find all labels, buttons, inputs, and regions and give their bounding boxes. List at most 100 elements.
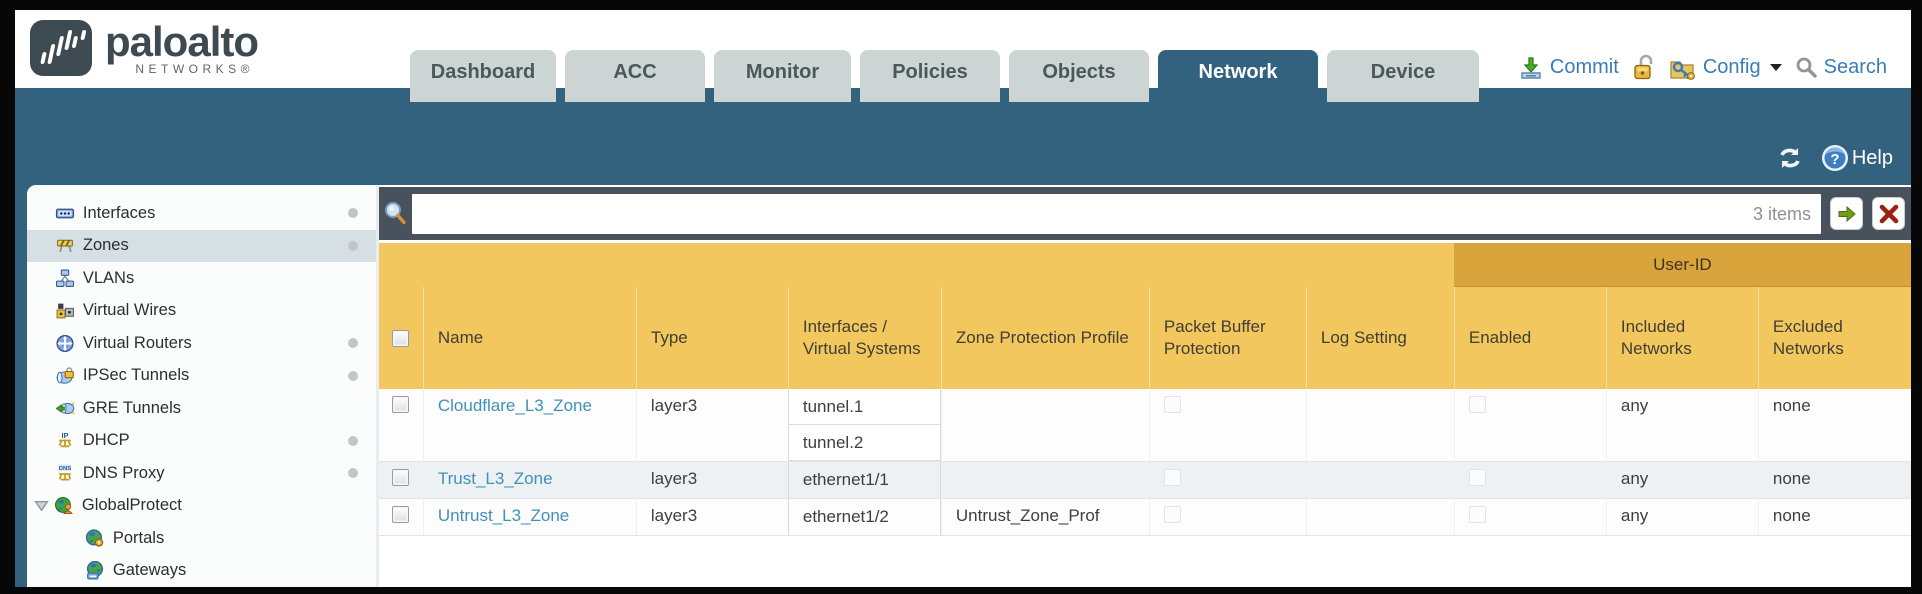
column-header-packet-buffer-protection[interactable]: Packet Buffer Protection <box>1148 287 1306 389</box>
sidebar-label: GlobalProtect <box>81 496 182 515</box>
cell-included-networks: any <box>1605 499 1758 535</box>
sidebar-item-gateways[interactable]: Gateways <box>27 555 376 588</box>
cell-interfaces: tunnel.1 tunnel.2 <box>787 389 941 461</box>
row-checkbox[interactable] <box>392 396 410 413</box>
cell-excluded-networks: none <box>1757 462 1911 498</box>
column-header-enabled[interactable]: Enabled <box>1453 287 1606 389</box>
table-header-row: Name Type Interfaces / Virtual Systems Z… <box>378 287 1911 389</box>
cell-included-networks: any <box>1605 462 1758 498</box>
table-row-cloudflare[interactable]: Cloudflare_L3_Zone layer3 tunnel.1 tunne… <box>378 389 1911 462</box>
zone-name-link[interactable]: Cloudflare_L3_Zone <box>437 396 592 415</box>
help-button[interactable]: ? Help <box>1820 143 1893 173</box>
packet-buffer-checkbox[interactable] <box>1163 469 1181 486</box>
commit-icon <box>1521 56 1541 79</box>
brand-subname: NETWORKS® <box>135 62 255 76</box>
config-menu-button[interactable]: Config <box>1669 55 1782 81</box>
lock-icon[interactable] <box>1632 54 1656 81</box>
left-margin-strip <box>15 185 27 587</box>
tab-network[interactable]: Network <box>1158 50 1318 102</box>
status-dot <box>347 240 358 251</box>
filter-input[interactable] <box>411 193 1821 234</box>
cell-excluded-networks: none <box>1757 389 1911 461</box>
zone-name-link[interactable]: Trust_L3_Zone <box>437 469 553 488</box>
sub-header-band: ? Help <box>15 88 1911 185</box>
table-row-untrust[interactable]: Untrust_L3_Zone layer3 ethernet1/2 Untru… <box>378 499 1911 536</box>
row-select-cell <box>379 389 423 461</box>
sidebar-label: GRE Tunnels <box>82 398 181 417</box>
user-id-enabled-checkbox[interactable] <box>1468 396 1486 413</box>
table-row-trust[interactable]: Trust_L3_Zone layer3 ethernet1/1 any non… <box>378 462 1911 499</box>
row-checkbox[interactable] <box>392 469 410 486</box>
apply-filter-button[interactable] <box>1830 197 1863 230</box>
expand-triangle-icon[interactable] <box>34 500 49 512</box>
packet-buffer-checkbox[interactable] <box>1163 396 1181 413</box>
tab-acc[interactable]: ACC <box>565 50 705 102</box>
commit-button[interactable]: Commit <box>1518 55 1619 81</box>
tab-policies[interactable]: Policies <box>860 50 1000 102</box>
cell-packet-buffer-protection <box>1148 462 1306 498</box>
zones-icon <box>55 236 75 255</box>
sidebar-item-dhcp[interactable]: IP DHCP <box>27 425 376 458</box>
header-actions: Commit Config <box>1518 54 1887 81</box>
user-id-enabled-checkbox[interactable] <box>1468 506 1486 523</box>
cell-type: layer3 <box>635 389 788 461</box>
zone-name-link[interactable]: Untrust_L3_Zone <box>437 506 570 525</box>
interface-entry: ethernet1/2 <box>802 507 889 526</box>
clear-filter-button[interactable] <box>1872 197 1905 230</box>
global-search-button[interactable]: Search <box>1795 56 1887 79</box>
column-header-excluded-networks[interactable]: Excluded Networks <box>1757 287 1911 389</box>
column-header-name[interactable]: Name <box>422 287 636 389</box>
sidebar-label: Portals <box>112 528 165 547</box>
tab-monitor[interactable]: Monitor <box>714 50 851 102</box>
filter-search-icon <box>384 202 406 225</box>
refresh-icon[interactable] <box>1776 145 1804 171</box>
config-caret-icon <box>1769 64 1782 71</box>
sidebar-item-vlans[interactable]: VLANs <box>27 262 376 295</box>
select-all-checkbox[interactable] <box>392 329 410 347</box>
sidebar-label: Virtual Routers <box>82 333 192 352</box>
cell-zone-protection-profile: Untrust_Zone_Prof <box>940 499 1149 535</box>
paloalto-logo-icon <box>30 20 92 76</box>
sidebar-label: Gateways <box>112 561 187 580</box>
column-header-interfaces[interactable]: Interfaces / Virtual Systems <box>787 287 941 389</box>
cell-user-id-enabled <box>1453 462 1606 498</box>
tab-device[interactable]: Device <box>1327 50 1479 102</box>
sidebar-item-portals[interactable]: Portals <box>27 522 376 555</box>
column-header-zone-protection-profile[interactable]: Zone Protection Profile <box>940 287 1149 389</box>
column-header-included-networks[interactable]: Included Networks <box>1605 287 1758 389</box>
cell-packet-buffer-protection <box>1148 499 1306 535</box>
row-select-cell <box>379 499 423 535</box>
tab-objects[interactable]: Objects <box>1009 50 1149 102</box>
sidebar-item-globalprotect[interactable]: GlobalProtect <box>27 490 376 523</box>
top-header: paloalto NETWORKS® Dashboard ACC Monitor… <box>15 10 1911 102</box>
sidebar-label: VLANs <box>82 268 135 287</box>
sidebar-item-virtual-routers[interactable]: Virtual Routers <box>27 327 376 360</box>
help-label: Help <box>1851 146 1893 169</box>
svg-text:IP: IP <box>61 431 68 440</box>
column-header-type[interactable]: Type <box>635 287 788 389</box>
apply-filter-arrow-icon <box>1838 205 1856 222</box>
sidebar-label: Virtual Wires <box>82 301 177 320</box>
status-dot <box>347 435 358 446</box>
sidebar-item-ipsec-tunnels[interactable]: IPSec Tunnels <box>27 360 376 393</box>
column-header-log-setting[interactable]: Log Setting <box>1305 287 1454 389</box>
sidebar-item-virtual-wires[interactable]: Virtual Wires <box>27 295 376 328</box>
sidebar-item-zones[interactable]: Zones <box>26 229 376 262</box>
status-dot <box>347 208 358 219</box>
sidebar-label: Zones <box>82 236 129 255</box>
sidebar-item-gre-tunnels[interactable]: GRE Tunnels <box>27 392 376 425</box>
virtual-wires-icon <box>55 301 75 320</box>
sidebar-item-dns-proxy[interactable]: DNS DNS Proxy <box>27 457 376 490</box>
row-checkbox[interactable] <box>392 506 410 523</box>
sidebar-content-divider <box>375 185 379 587</box>
help-icon: ? <box>1821 145 1848 171</box>
table-group-header-row: User-ID <box>378 243 1911 287</box>
tab-dashboard[interactable]: Dashboard <box>410 50 556 102</box>
cell-excluded-networks: none <box>1757 499 1911 535</box>
clear-filter-x-icon <box>1879 204 1898 223</box>
interface-entry: tunnel.1 <box>788 389 940 425</box>
packet-buffer-checkbox[interactable] <box>1163 506 1181 523</box>
sidebar-item-interfaces[interactable]: Interfaces <box>27 197 376 230</box>
user-id-enabled-checkbox[interactable] <box>1468 469 1486 486</box>
